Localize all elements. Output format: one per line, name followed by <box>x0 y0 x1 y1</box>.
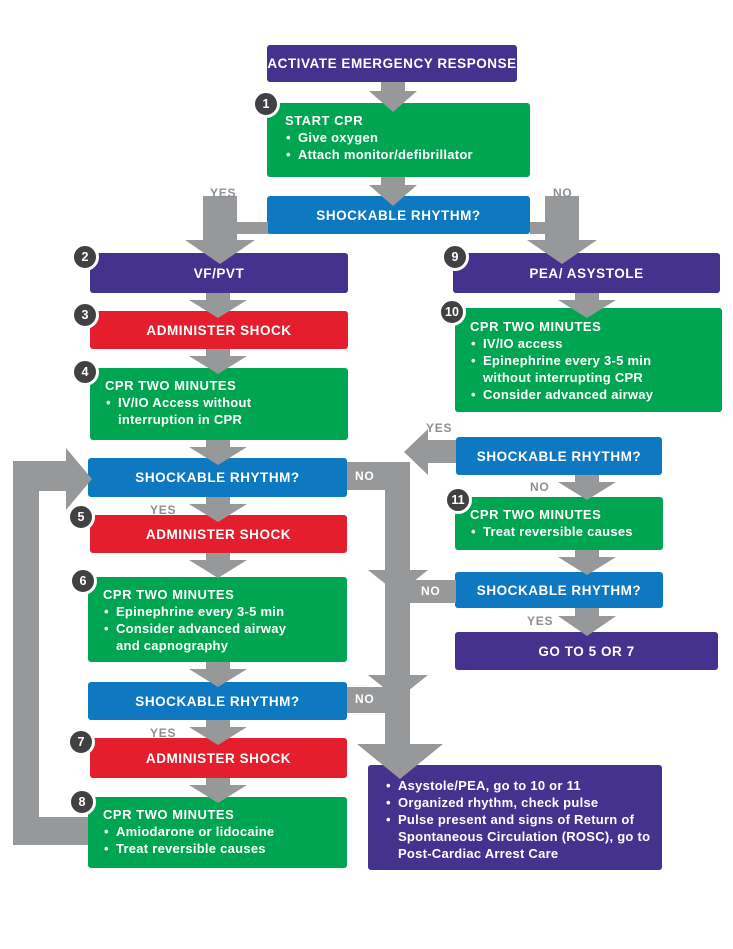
step-badge-11: 11 <box>444 486 472 514</box>
node-shockable-2: SHOCKABLE RHYTHM? <box>88 458 347 497</box>
bullet: Give oxygen <box>285 129 510 146</box>
bullet: Epinephrine every 3-5 min without interr… <box>470 352 677 386</box>
step-badge-1: 1 <box>252 90 280 118</box>
label-no-trunk-1: NO <box>355 469 375 483</box>
bullet: Treat reversible causes <box>470 523 653 540</box>
node-cpr-11-heading: CPR TWO MINUTES <box>470 507 602 522</box>
label-no-top: NO <box>553 186 573 200</box>
node-activate-label: ACTIVATE EMERGENCY RESPONSE <box>267 56 517 71</box>
bullet: Treat reversible causes <box>103 840 307 857</box>
node-shockable-5: SHOCKABLE RHYTHM? <box>455 572 663 608</box>
bullet: Consider advanced airway <box>470 386 677 403</box>
trunk-arrow <box>357 462 443 779</box>
label-yes-right-loop: YES <box>426 421 453 435</box>
node-cpr-6: CPR TWO MINUTES Epinephrine every 3-5 mi… <box>88 577 347 662</box>
bullet: IV/IO access <box>470 335 677 352</box>
node-shockable-4: SHOCKABLE RHYTHM? <box>456 437 662 475</box>
node-outcome: Asystole/PEA, go to 10 or 11 Organized r… <box>368 765 662 870</box>
node-shock-3: ADMINISTER SHOCK <box>90 738 347 778</box>
node-shock-2-label: ADMINISTER SHOCK <box>145 526 292 542</box>
node-shockable-1-label: SHOCKABLE RHYTHM? <box>316 207 481 223</box>
node-activate: ACTIVATE EMERGENCY RESPONSE <box>267 45 517 82</box>
label-no-trunk-2: NO <box>421 584 441 598</box>
node-start-cpr-heading: START CPR <box>285 113 364 128</box>
step-badge-4: 4 <box>71 358 99 386</box>
node-vf-pvt: VF/PVT <box>90 253 348 293</box>
node-shock-1-label: ADMINISTER SHOCK <box>146 322 292 338</box>
node-shockable-2-label: SHOCKABLE RHYTHM? <box>135 470 300 485</box>
node-cpr-8: CPR TWO MINUTES Amiodarone or lidocaine … <box>88 797 347 868</box>
node-shockable-3-label: SHOCKABLE RHYTHM? <box>135 693 300 709</box>
node-vf-pvt-label: VF/PVT <box>193 265 245 281</box>
step-badge-2: 2 <box>71 243 99 271</box>
bullet: Epinephrine every 3-5 min <box>103 603 302 620</box>
yes-left-arrow <box>404 429 456 475</box>
bullet: Consider advanced airway and capnography <box>103 620 302 654</box>
node-cpr-8-heading: CPR TWO MINUTES <box>103 807 235 822</box>
node-shock-3-label: ADMINISTER SHOCK <box>145 750 292 766</box>
node-cpr-10-heading: CPR TWO MINUTES <box>470 319 602 334</box>
node-cpr-11: CPR TWO MINUTES Treat reversible causes <box>455 497 663 550</box>
bullet: Asystole/PEA, go to 10 or 11 <box>385 777 654 794</box>
node-cpr-4-heading: CPR TWO MINUTES <box>105 378 237 393</box>
label-yes-top: YES <box>210 186 237 200</box>
arrow-down-icon <box>189 553 247 578</box>
node-goto-5-7-label: GO TO 5 OR 7 <box>538 643 635 659</box>
node-pea-asystole-label: PEA/ ASYSTOLE <box>529 265 644 281</box>
node-start-cpr: START CPR Give oxygen Attach monitor/def… <box>267 103 530 177</box>
bullet: IV/IO Access without interruption in CPR <box>105 394 303 428</box>
bullet: Organized rhythm, check pulse <box>385 794 654 811</box>
step-badge-8: 8 <box>68 788 96 816</box>
node-pea-asystole: PEA/ ASYSTOLE <box>453 253 720 293</box>
node-shockable-4-label: SHOCKABLE RHYTHM? <box>476 448 642 464</box>
bullet: Attach monitor/defibrillator <box>285 146 510 163</box>
step-badge-3: 3 <box>71 301 99 329</box>
step-badge-9: 9 <box>441 243 469 271</box>
node-shockable-3: SHOCKABLE RHYTHM? <box>88 682 347 720</box>
node-cpr-4: CPR TWO MINUTES IV/IO Access without int… <box>90 368 348 440</box>
node-shock-2: ADMINISTER SHOCK <box>90 515 347 553</box>
node-cpr-6-heading: CPR TWO MINUTES <box>103 587 235 602</box>
step-badge-6: 6 <box>69 567 97 595</box>
step-badge-5: 5 <box>67 503 95 531</box>
step-badge-10: 10 <box>438 298 466 326</box>
label-yes-goto: YES <box>527 614 554 628</box>
label-no-cpr-11: NO <box>530 480 550 494</box>
bullet: Amiodarone or lidocaine <box>103 823 307 840</box>
node-goto-5-7: GO TO 5 OR 7 <box>455 632 718 670</box>
node-cpr-10: CPR TWO MINUTES IV/IO access Epinephrine… <box>455 308 722 412</box>
node-shockable-5-label: SHOCKABLE RHYTHM? <box>476 582 642 598</box>
step-badge-7: 7 <box>67 728 95 756</box>
node-shockable-1: SHOCKABLE RHYTHM? <box>267 196 530 234</box>
label-yes-shock-3: YES <box>150 726 177 740</box>
label-no-trunk-3: NO <box>355 692 375 706</box>
label-yes-shock-2: YES <box>150 503 177 517</box>
bullet: Pulse present and signs of Return of Spo… <box>385 811 654 862</box>
node-shock-1: ADMINISTER SHOCK <box>90 311 348 349</box>
